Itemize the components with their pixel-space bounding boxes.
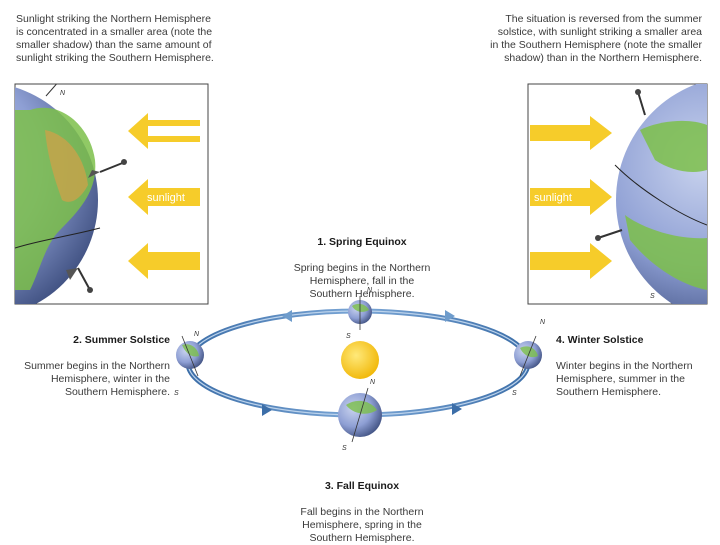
winter-closeup-panel: S sunlight xyxy=(527,83,708,305)
person-shadow-north-right xyxy=(635,89,646,116)
winter-caption: The situation is reversed from the summe… xyxy=(490,13,702,64)
sun xyxy=(341,341,379,379)
spring-equinox-text: Spring begins in the Northern Hemisphere… xyxy=(293,262,431,300)
south-pole-label: S xyxy=(650,293,655,300)
sunlight-label-right: sunlight xyxy=(534,192,572,204)
winter-solstice-text: Winter begins in the Northern Hemisphere… xyxy=(556,360,693,398)
orbit-arrow-2 xyxy=(452,403,462,415)
sunlight-arrow-right-top xyxy=(530,116,612,150)
person-shadow-north xyxy=(88,159,127,178)
summer-solstice-title: 2. Summer Solstice xyxy=(73,334,170,346)
spring-equinox-label: 1. Spring Equinox Spring begins in the N… xyxy=(262,223,462,301)
fall-equinox-label: 3. Fall Equinox Fall begins in the North… xyxy=(262,467,462,545)
summer-solstice-text: Summer begins in the Northern Hemisphere… xyxy=(24,360,170,398)
svg-text:N: N xyxy=(540,319,546,326)
fall-equinox-text: Fall begins in the Northern Hemisphere, … xyxy=(300,506,424,544)
svg-text:S: S xyxy=(174,390,179,397)
sunlight-arrow-right-middle: sunlight xyxy=(530,179,612,215)
summer-closeup-panel: N sunlight xyxy=(14,83,209,305)
svg-text:N: N xyxy=(194,331,200,338)
person-shadow-south-right xyxy=(595,229,623,241)
earth-summer: N S xyxy=(174,331,204,397)
orbit-arrow-1 xyxy=(262,404,272,416)
equator-line-right xyxy=(614,164,707,226)
spring-equinox-title: 1. Spring Equinox xyxy=(317,236,407,248)
winter-solstice-label: 4. Winter Solstice Winter begins in the … xyxy=(556,321,720,399)
north-pole-label: N xyxy=(60,90,66,97)
earth-winter: N S xyxy=(512,319,546,397)
earth-fall: N S xyxy=(338,379,382,452)
svg-text:S: S xyxy=(346,333,351,340)
svg-text:S: S xyxy=(512,390,517,397)
orbit-arrow-3 xyxy=(282,310,292,322)
svg-text:N: N xyxy=(367,287,373,294)
winter-solstice-title: 4. Winter Solstice xyxy=(556,334,644,346)
sunlight-arrow-right-bottom xyxy=(530,243,612,279)
landmass-right xyxy=(640,120,707,172)
person-shadow-south xyxy=(66,267,93,293)
sunlight-arrow-left-bottom xyxy=(128,243,200,279)
equator-line-left xyxy=(15,227,101,249)
svg-text:S: S xyxy=(342,445,347,452)
earth-spring: N S xyxy=(346,287,373,340)
summer-caption: Sunlight striking the Northern Hemispher… xyxy=(16,13,214,64)
svg-text:N: N xyxy=(370,379,376,386)
fall-equinox-title: 3. Fall Equinox xyxy=(324,480,400,492)
sunlight-arrow-left-top xyxy=(128,113,200,149)
summer-solstice-label: 2. Summer Solstice Summer begins in the … xyxy=(6,321,170,399)
orbit-arrow-4 xyxy=(445,310,455,322)
sunlight-arrow-left-middle: sunlight xyxy=(128,179,200,215)
sunlight-label-left: sunlight xyxy=(147,192,185,204)
